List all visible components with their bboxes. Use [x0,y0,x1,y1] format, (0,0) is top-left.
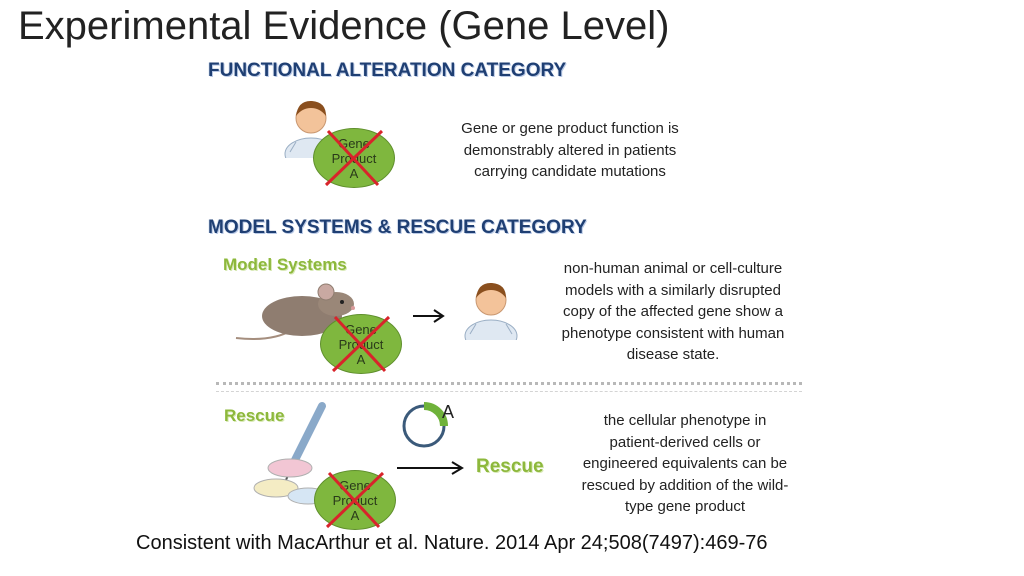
model-category-heading: MODEL SYSTEMS & RESCUE CATEGORY [208,217,587,238]
gene-product-circle-1: Gene Product A [313,128,395,188]
rescue-label: Rescue [224,406,285,425]
citation: Consistent with MacArthur et al. Nature.… [136,532,768,554]
gene-label-line2: Product [331,150,377,166]
rescue-description: the cellular phenotype in patient-derive… [581,412,789,515]
syringe-and-dishes-icon [253,402,329,505]
model-description: non-human animal or cell-culture models … [561,260,785,363]
plasmid-label: A [442,402,454,422]
gene-label-line3: A [349,165,359,181]
slide-title: Experimental Evidence (Gene Level) [18,4,670,48]
gene-label-line1: Gene [338,135,370,151]
model-systems-label: Model Systems [223,255,347,274]
functional-category-heading: FUNCTIONAL ALTERATION CATEGORY [208,60,567,81]
arrow-right-icon-1 [413,309,445,323]
plasmid-icon: A [402,402,454,448]
functional-description: Gene or gene product function is demonst… [461,120,679,180]
rescue-arrow-label: Rescue [476,456,544,477]
gene-product-circle-2: Gene Product A [320,314,402,374]
mouse-icon [235,283,355,340]
gene-product-circle-3: Gene Product A [314,470,396,530]
arrow-right-icon-2 [397,461,464,475]
patient-icon-2 [464,282,518,340]
section-divider [216,382,802,392]
